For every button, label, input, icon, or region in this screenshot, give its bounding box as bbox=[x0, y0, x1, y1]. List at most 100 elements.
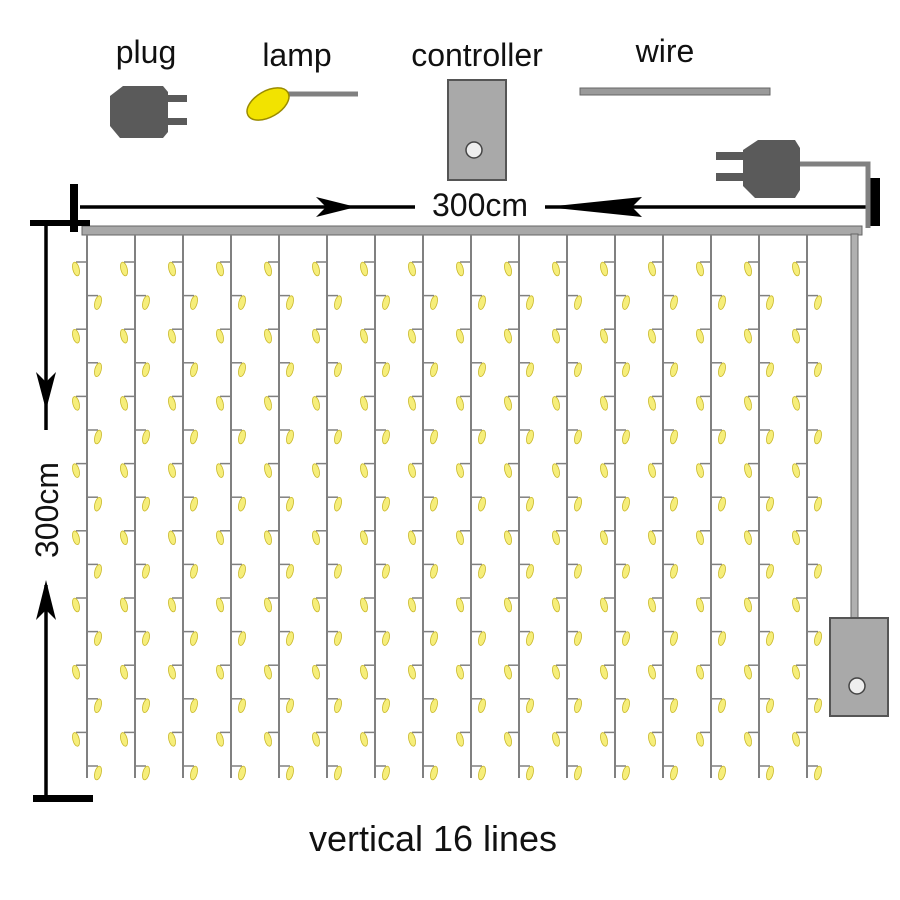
bulb bbox=[408, 664, 423, 680]
bulb bbox=[408, 597, 423, 613]
bulb bbox=[744, 664, 759, 680]
bulb bbox=[807, 698, 822, 714]
bulb bbox=[504, 731, 519, 747]
bulb bbox=[216, 395, 231, 411]
bulb bbox=[696, 395, 711, 411]
bulb bbox=[264, 731, 279, 747]
bulb bbox=[600, 328, 615, 344]
bulb bbox=[744, 530, 759, 546]
light-strand bbox=[696, 235, 726, 781]
bulb bbox=[759, 362, 774, 378]
bulb bbox=[552, 664, 567, 680]
bulb bbox=[360, 395, 375, 411]
light-strand bbox=[552, 235, 582, 781]
bulb bbox=[216, 261, 231, 277]
bulb bbox=[168, 664, 183, 680]
bulb bbox=[663, 496, 678, 512]
bulb bbox=[711, 496, 726, 512]
bulb bbox=[312, 731, 327, 747]
bulb bbox=[600, 261, 615, 277]
bulb bbox=[759, 630, 774, 646]
bulb bbox=[183, 630, 198, 646]
bulb bbox=[696, 462, 711, 478]
bulb bbox=[135, 294, 150, 310]
bulb bbox=[264, 462, 279, 478]
bulb bbox=[552, 462, 567, 478]
light-strand bbox=[168, 235, 198, 781]
legend-plug-icon bbox=[110, 86, 187, 138]
bulb bbox=[87, 496, 102, 512]
bulb bbox=[648, 462, 663, 478]
bulb bbox=[312, 530, 327, 546]
bulb bbox=[183, 698, 198, 714]
bulb bbox=[375, 563, 390, 579]
bulb bbox=[312, 261, 327, 277]
bulb bbox=[744, 597, 759, 613]
controller-box bbox=[829, 617, 889, 717]
light-strand bbox=[360, 235, 390, 781]
width-dimension bbox=[70, 178, 880, 232]
bulb bbox=[87, 563, 102, 579]
bulb bbox=[264, 530, 279, 546]
bulb bbox=[87, 294, 102, 310]
bulb bbox=[711, 429, 726, 445]
bulb bbox=[360, 261, 375, 277]
bulb bbox=[663, 429, 678, 445]
bulb bbox=[120, 462, 135, 478]
bulb bbox=[744, 395, 759, 411]
bulb bbox=[135, 362, 150, 378]
bulb bbox=[552, 597, 567, 613]
bulb bbox=[231, 765, 246, 781]
lamp-label: lamp bbox=[262, 37, 331, 73]
bulb bbox=[471, 496, 486, 512]
bulb bbox=[648, 395, 663, 411]
bulb bbox=[807, 429, 822, 445]
bulb bbox=[615, 698, 630, 714]
bulb bbox=[711, 362, 726, 378]
bulb bbox=[408, 328, 423, 344]
bulb bbox=[423, 429, 438, 445]
bulb bbox=[216, 597, 231, 613]
bulb bbox=[552, 731, 567, 747]
bulb bbox=[471, 362, 486, 378]
light-strand bbox=[264, 235, 294, 781]
light-strand bbox=[792, 235, 822, 781]
bulb bbox=[231, 630, 246, 646]
bulb bbox=[423, 362, 438, 378]
bulb bbox=[120, 731, 135, 747]
bulb bbox=[360, 664, 375, 680]
bulb bbox=[375, 765, 390, 781]
wire-label: wire bbox=[635, 33, 695, 69]
bulb bbox=[504, 462, 519, 478]
bulb bbox=[168, 395, 183, 411]
bulb bbox=[744, 731, 759, 747]
bulb bbox=[183, 496, 198, 512]
bulb bbox=[72, 664, 87, 680]
bulb bbox=[168, 731, 183, 747]
bulb bbox=[120, 395, 135, 411]
bulb bbox=[375, 429, 390, 445]
bulb bbox=[600, 462, 615, 478]
controller-label: controller bbox=[411, 37, 543, 73]
bulb bbox=[120, 261, 135, 277]
bulb bbox=[600, 597, 615, 613]
bulb bbox=[72, 731, 87, 747]
bulb bbox=[456, 462, 471, 478]
bulb bbox=[519, 765, 534, 781]
bulb bbox=[807, 765, 822, 781]
bulb bbox=[423, 496, 438, 512]
bulb bbox=[279, 698, 294, 714]
bulb bbox=[87, 765, 102, 781]
bulb bbox=[648, 530, 663, 546]
bulb bbox=[168, 530, 183, 546]
bulb bbox=[120, 328, 135, 344]
bulb bbox=[327, 630, 342, 646]
bulb bbox=[72, 597, 87, 613]
bulb bbox=[600, 664, 615, 680]
bulb bbox=[216, 462, 231, 478]
bulb bbox=[519, 429, 534, 445]
bulb bbox=[648, 664, 663, 680]
bulb bbox=[135, 429, 150, 445]
bulb bbox=[663, 362, 678, 378]
bulb bbox=[792, 664, 807, 680]
